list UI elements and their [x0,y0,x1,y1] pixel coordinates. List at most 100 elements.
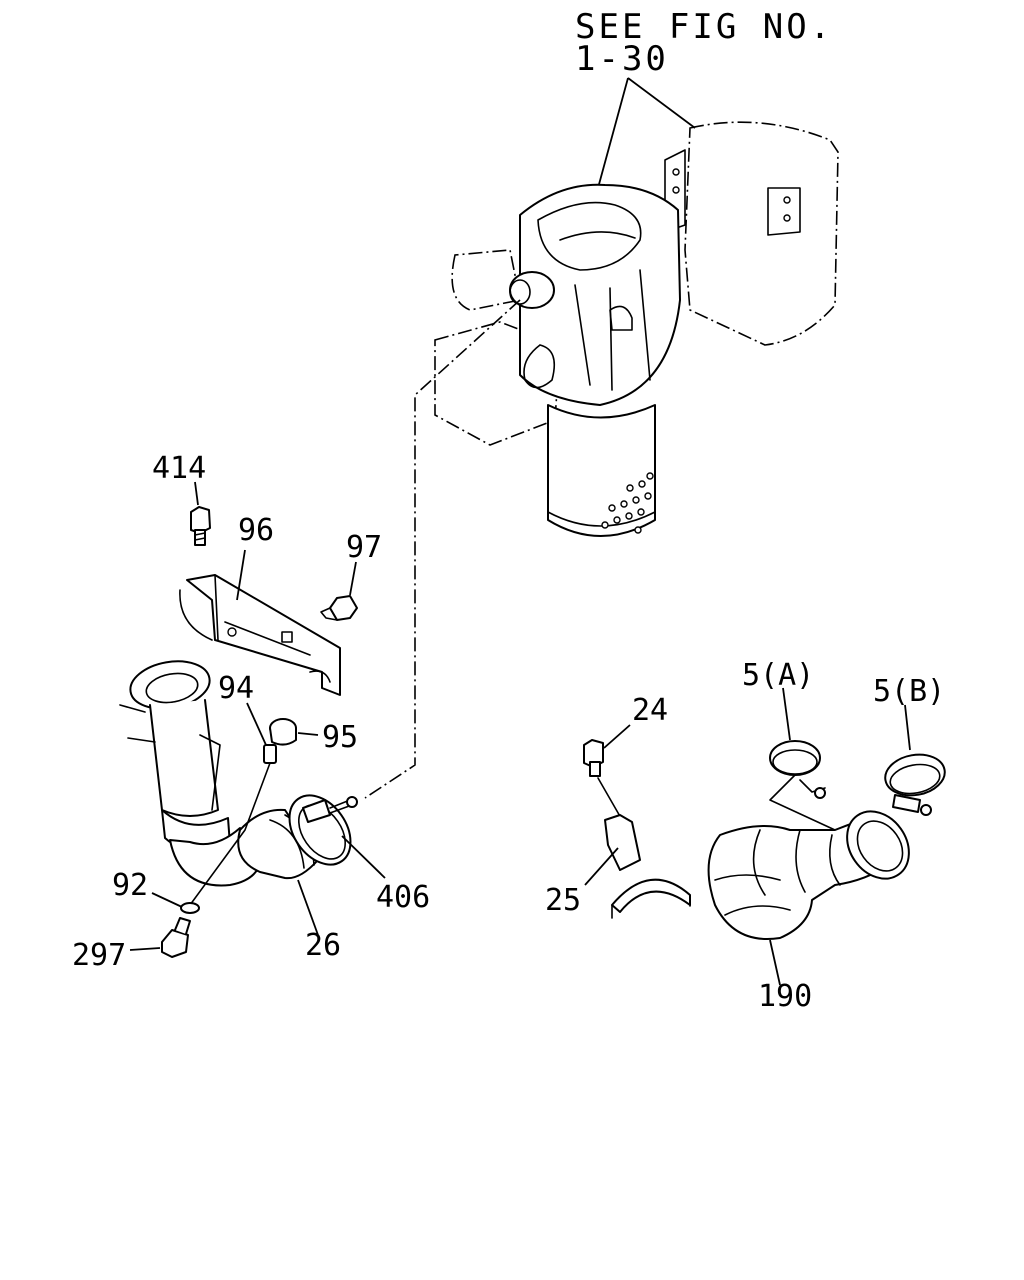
grommet-tip [320,607,338,621]
canister-perforations [601,472,654,534]
bolt-shank [174,917,191,935]
grommet-97 [320,561,358,621]
callout-labels: 414 96 97 94 95 92 297 26 406 24 25 5(A)… [72,451,945,1014]
bushing-body [269,727,297,746]
clamp-406 [288,794,386,879]
leader-24 [603,724,631,749]
bushing-95 [269,718,319,746]
callout-97: 97 [346,530,382,565]
air-cleaner-assembly [434,121,839,537]
reference-line-2: 1-30 [575,39,669,79]
bolt-297 [129,917,191,958]
bracket-feet [611,894,691,919]
callout-95: 95 [322,720,358,755]
callout-5a: 5(A) [742,658,814,693]
leader-406 [341,835,386,879]
reference-leader [597,77,696,189]
leader-414 [194,481,199,506]
callout-414: 414 [152,451,206,486]
collar-body [263,744,277,764]
bolt-head [583,739,604,768]
bolt-414 [190,481,211,546]
bolt-thread [194,532,206,541]
hose-end-cuff [846,810,910,880]
bracket-hole [672,168,680,176]
leader-5b [904,704,911,751]
callout-406: 406 [376,880,430,915]
cleaner-outlet-opening [509,279,531,305]
callout-92: 92 [112,868,148,903]
reference-note: SEE FIG NO. 1-30 [575,7,830,189]
leader-297 [129,947,161,951]
bracket-hole [783,196,791,204]
hose-190 [707,810,910,986]
bracket-edge [214,574,219,641]
clamp-housing [892,794,921,813]
washer-ring [180,902,200,914]
intake-funnel-opening [145,672,199,704]
bracket-tab [309,670,331,683]
bracket-round-hole [227,627,237,637]
intake-heat-shield [199,734,221,811]
leader-5a [782,687,791,741]
bracket-square-hole [281,631,293,643]
bracket-saddle [611,878,691,913]
bolt-shank [589,761,601,777]
cleaner-side-bracket [767,187,801,236]
clamp-band-inner [889,763,941,795]
cleaner-canister [547,404,656,537]
hose-body [237,808,319,880]
cleaner-latch [609,305,633,331]
bracket-tab [604,814,641,871]
hose-rib [714,874,781,881]
leader-25 [584,847,619,886]
leader-96 [236,549,246,601]
clamp-screw-head [920,804,932,816]
clamp-5a [769,687,836,831]
bracket-hole [672,186,680,194]
bracket-hole [783,214,791,222]
leader-95 [297,732,319,736]
bolt-head [190,506,211,534]
callout-24: 24 [632,693,668,728]
cleaner-rear-shell [684,121,839,346]
hose-end-opening [856,820,904,872]
callout-5b: 5(B) [873,674,945,709]
clamp-5b [884,704,946,816]
callout-94: 94 [218,671,254,706]
collar-94 [246,702,277,764]
leader-92 [151,892,183,908]
cleaner-inlet-hose [451,249,521,311]
callout-25: 25 [545,883,581,918]
bolt-head [161,929,189,958]
cleaner-top-cover [537,201,642,271]
hose-rib [829,834,841,886]
bracket-96 [179,549,341,696]
canister-band [547,511,656,527]
cleaner-clip [523,344,556,389]
callout-26: 26 [305,928,341,963]
cleaner-body-ribs [574,269,651,391]
callout-96: 96 [238,513,274,548]
bracket-plate [186,574,341,696]
bracket-slot [224,621,311,656]
clamp-band-inner [772,749,818,775]
leader-97 [349,561,357,596]
cleaner-lower-shell [434,321,561,446]
callout-190: 190 [758,979,812,1014]
bracket-flange [179,589,213,641]
leader-26 [297,879,319,936]
clamp-screw-head [346,796,358,808]
clamp-5a-axis [769,774,836,831]
cleaner-cover-rib [559,231,636,241]
clamp-band [884,753,946,797]
connection-path [364,299,521,799]
intake-tabs [119,704,156,743]
washer-92 [151,892,200,914]
callout-297: 297 [72,938,126,973]
hose-rib [795,829,806,893]
hose-rib [724,905,791,916]
intake-tube [149,699,219,817]
clamp-screw-head [814,787,826,799]
